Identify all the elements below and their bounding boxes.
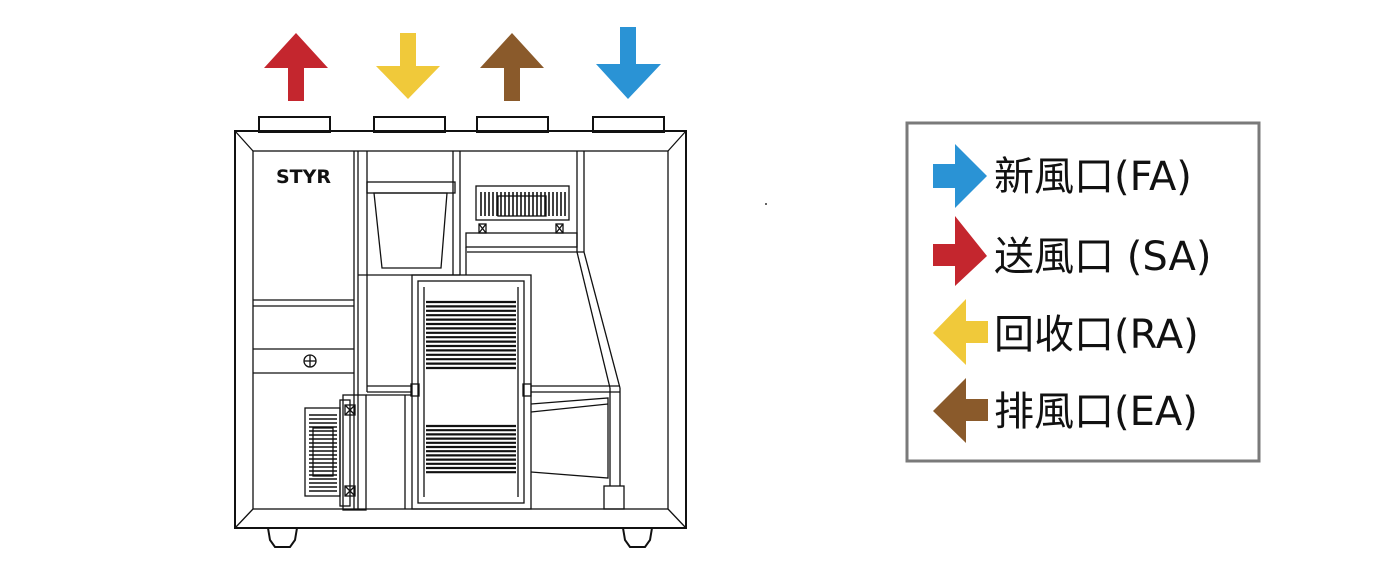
left-compartment: STYR <box>253 151 359 509</box>
unit-feet <box>267 527 653 548</box>
supply-air-up-arrow-icon <box>264 33 328 101</box>
right-duct <box>530 251 625 510</box>
legend-label: 回收口(RA) <box>994 312 1199 358</box>
duct-collar-supply <box>258 116 331 133</box>
duct-collar-fresh <box>592 116 665 133</box>
arrow-right-icon <box>933 144 987 208</box>
fan-bolt-icon <box>344 404 356 497</box>
top-arrows <box>264 27 661 101</box>
mount-bolt-icon <box>478 223 564 234</box>
legend-item-exhaust-air: 排風口(EA) <box>933 378 1198 443</box>
arrow-left-icon <box>933 378 988 443</box>
heat-exchanger-core <box>367 274 620 510</box>
return-air-down-arrow-icon <box>376 33 440 99</box>
exhaust-fan-blades <box>480 192 566 217</box>
drain-fitting-icon <box>303 354 317 368</box>
arrow-left-icon <box>933 299 988 365</box>
return-air-filter <box>366 181 456 269</box>
legend: 新風口(FA) 送風口 (SA) 回收口(RA) 排風口(EA) <box>905 121 1261 463</box>
stray-dot <box>765 203 767 205</box>
duct-collar-return <box>373 116 446 133</box>
duct-collars <box>258 116 665 133</box>
arrow-right-icon <box>933 216 987 286</box>
legend-item-fresh-air: 新風口(FA) <box>933 144 1192 208</box>
duct-collar-exhaust <box>476 116 549 133</box>
exhaust-air-up-arrow-icon <box>480 33 544 101</box>
supply-fan <box>304 394 412 511</box>
legend-label: 排風口(EA) <box>994 389 1198 435</box>
legend-label: 送風口 (SA) <box>994 234 1211 280</box>
brand-label: STYR <box>276 166 331 188</box>
legend-item-return-air: 回收口(RA) <box>933 299 1199 365</box>
exhaust-fan <box>465 185 584 275</box>
fan-hub <box>312 427 334 477</box>
supply-fan-blades <box>309 414 337 492</box>
legend-item-supply-air: 送風口 (SA) <box>933 216 1211 286</box>
legend-label: 新風口(FA) <box>994 154 1192 200</box>
fresh-air-down-arrow-icon <box>596 27 661 99</box>
core-slats <box>426 300 516 474</box>
fan-hub <box>497 195 547 217</box>
ventilation-unit: STYR <box>234 116 687 548</box>
